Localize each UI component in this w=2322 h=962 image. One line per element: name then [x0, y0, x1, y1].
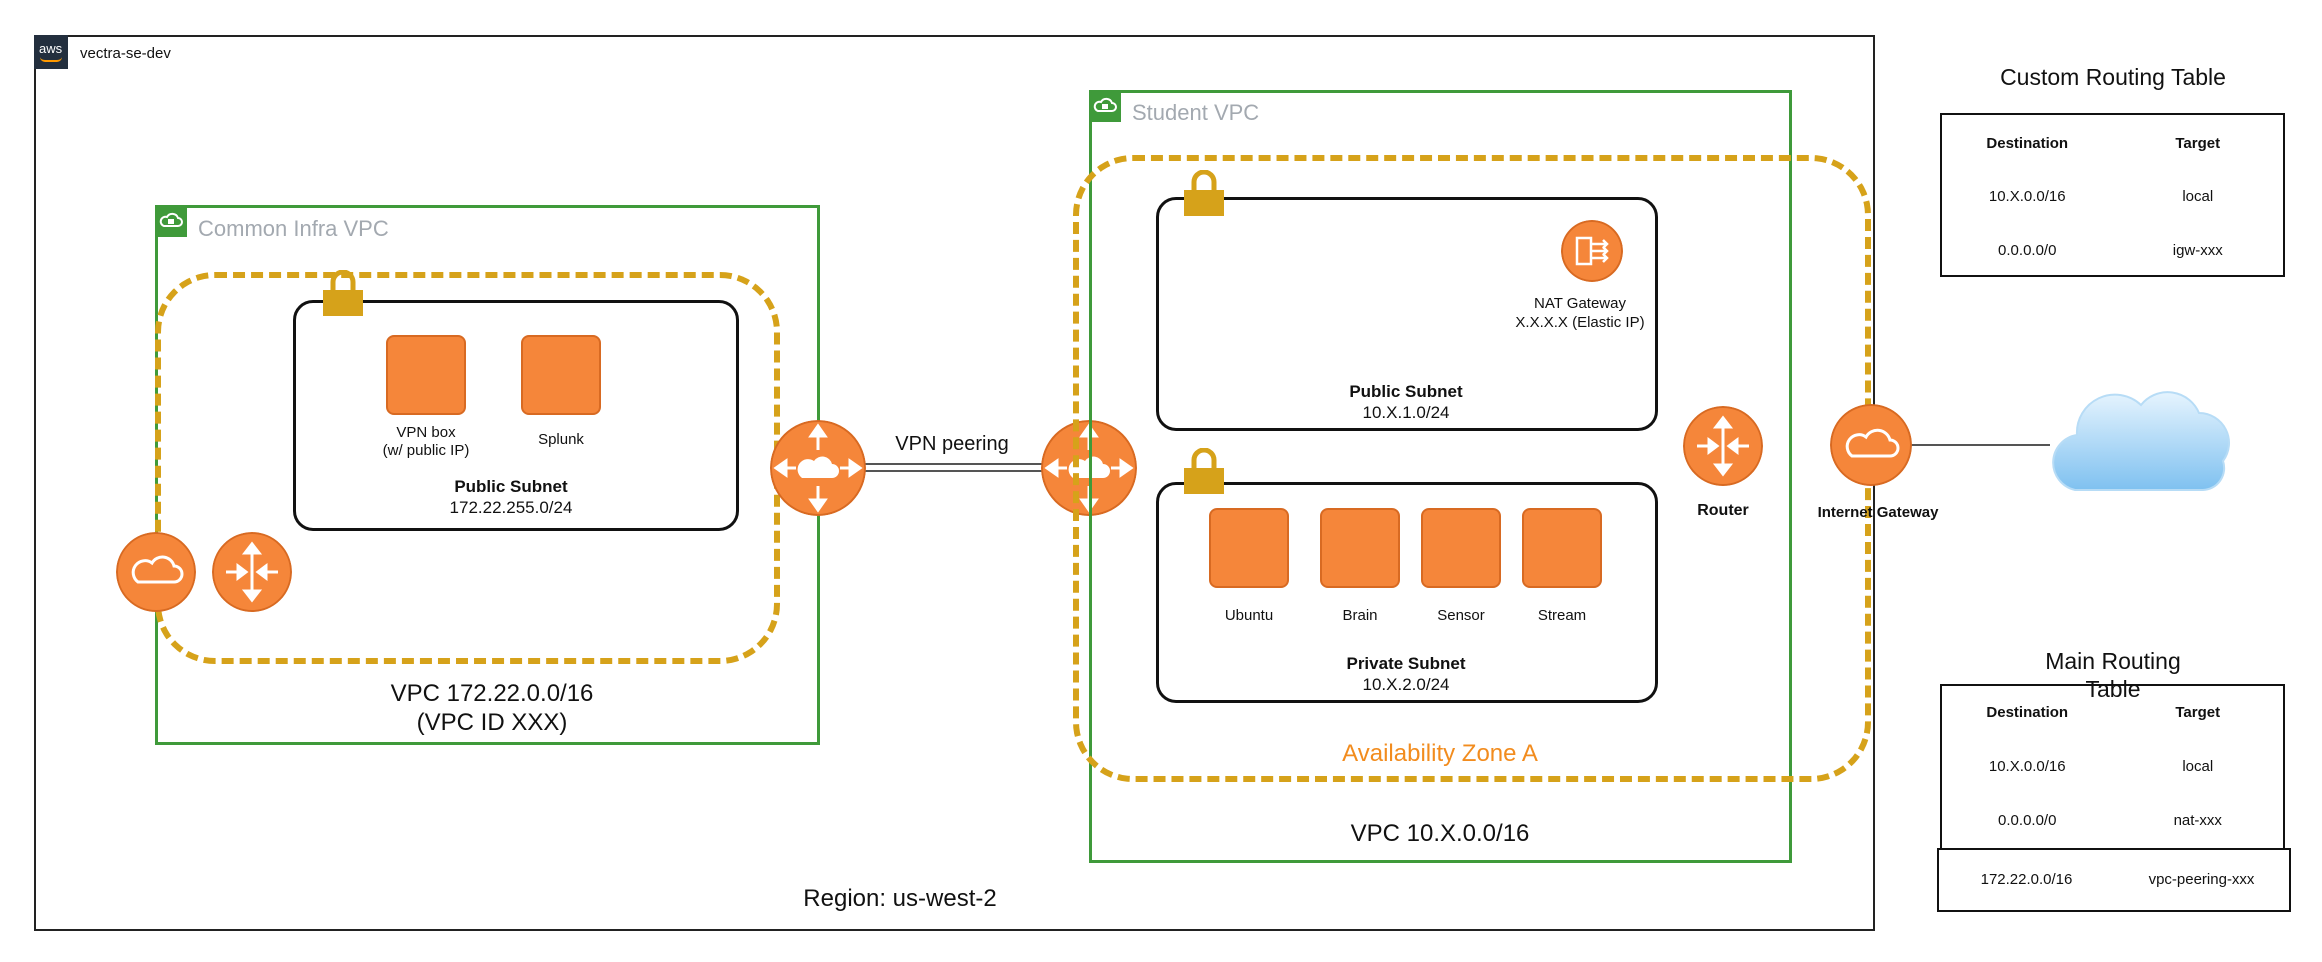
vpn-box-instance[interactable] — [386, 335, 466, 415]
cell-destination: 172.22.0.0/16 — [1980, 871, 2073, 888]
custom-routing-table-title: Custom Routing Table — [2000, 64, 2226, 90]
main-routing-table-title-line1: Main Routing — [2045, 648, 2181, 674]
header-destination: Destination — [1986, 135, 2069, 152]
student-router-icon[interactable] — [1683, 406, 1763, 486]
router-label: Router — [1697, 502, 1749, 519]
cell-target: vpc-peering-xxx — [2148, 871, 2255, 888]
vpc-cloud-icon — [1089, 90, 1121, 122]
account-name: vectra-se-dev — [80, 45, 171, 62]
stream-instance[interactable] — [1522, 508, 1602, 588]
table-header-row: Destination Target — [1942, 135, 2283, 152]
aws-logo: aws — [34, 35, 68, 69]
main-routing-table-extra-row: 172.22.0.0/16 vpc-peering-xxx — [1937, 848, 2291, 912]
main-routing-table: Destination Target 10.X.0.0/16 local 0.0… — [1940, 684, 2285, 854]
table-row: 172.22.0.0/16 vpc-peering-xxx — [1939, 871, 2289, 888]
table-row: 10.X.0.0/16 local — [1942, 758, 2283, 775]
lock-icon — [1184, 170, 1224, 216]
brain-label: Brain — [1342, 607, 1378, 624]
internet-connection-line — [1910, 444, 2050, 446]
cell-destination: 10.X.0.0/16 — [1988, 758, 2066, 775]
cell-destination: 0.0.0.0/0 — [1998, 242, 2057, 259]
internet-gateway-label: Internet Gateway — [1817, 504, 1939, 521]
common-vpc-title: Common Infra VPC — [198, 216, 389, 241]
main-routing-table-title-line2: Table — [2085, 676, 2141, 702]
cell-target: local — [2182, 188, 2214, 205]
nat-gateway-label-line1: NAT Gateway — [1534, 295, 1626, 312]
aws-logo-text: aws — [39, 41, 63, 56]
student-public-subnet-title: Public Subnet — [1349, 382, 1463, 401]
cell-destination: 0.0.0.0/0 — [1998, 812, 2057, 829]
cell-target: igw-xxx — [2172, 242, 2223, 259]
lock-icon — [323, 270, 363, 316]
vpn-box-label-line1: VPN box — [396, 424, 456, 441]
student-private-subnet-title: Private Subnet — [1346, 654, 1466, 673]
common-subnet-title: Public Subnet — [454, 477, 568, 496]
peering-router-left-icon[interactable] — [770, 420, 866, 516]
student-vpc — [1089, 90, 1792, 863]
internet-cloud-icon — [2052, 391, 2230, 491]
table-row: 0.0.0.0/0 igw-xxx — [1942, 242, 2283, 259]
splunk-instance[interactable] — [521, 335, 601, 415]
splunk-label: Splunk — [538, 431, 584, 448]
header-target: Target — [2175, 704, 2221, 721]
region-label: Region: us-west-2 — [803, 885, 997, 912]
student-public-subnet-cidr: 10.X.1.0/24 — [1362, 403, 1450, 422]
common-vpc-cidr-line1: VPC 172.22.0.0/16 — [390, 680, 594, 707]
table-header-row: Destination Target — [1942, 704, 2283, 721]
nat-gateway-label-line2: X.X.X.X (Elastic IP) — [1515, 314, 1645, 331]
vpn-box-label: VPN box (w/ public IP) — [383, 424, 470, 460]
nat-gateway-icon[interactable] — [1561, 220, 1623, 282]
common-vpc-cidr-line2: (VPC ID XXX) — [416, 709, 568, 736]
lock-icon — [1184, 448, 1224, 494]
table-row: 0.0.0.0/0 nat-xxx — [1942, 812, 2283, 829]
sensor-label: Sensor — [1437, 607, 1485, 624]
vpn-box-label-line2: (w/ public IP) — [382, 442, 470, 459]
custom-routing-table: Destination Target 10.X.0.0/16 local 0.0… — [1940, 113, 2285, 277]
nat-gateway-label: NAT Gateway X.X.X.X (Elastic IP) — [1515, 294, 1644, 332]
header-target: Target — [2175, 135, 2221, 152]
header-destination: Destination — [1986, 704, 2069, 721]
sensor-instance[interactable] — [1421, 508, 1501, 588]
az-label: Availability Zone A — [1342, 740, 1538, 767]
vpc-cloud-icon — [155, 205, 187, 237]
student-private-subnet-cidr: 10.X.2.0/24 — [1362, 675, 1450, 694]
common-subnet-cidr: 172.22.255.0/24 — [449, 498, 573, 517]
cell-target: local — [2182, 758, 2214, 775]
common-public-subnet — [293, 300, 739, 531]
table-row: 10.X.0.0/16 local — [1942, 188, 2283, 205]
cell-target: nat-xxx — [2173, 812, 2222, 829]
common-router-icon[interactable] — [212, 532, 292, 612]
stream-label: Stream — [1537, 607, 1587, 624]
ubuntu-label: Ubuntu — [1224, 607, 1274, 624]
cell-destination: 10.X.0.0/16 — [1988, 188, 2066, 205]
peering-label: VPN peering — [895, 433, 1009, 455]
student-vpc-title: Student VPC — [1132, 100, 1260, 125]
student-vpc-cidr: VPC 10.X.0.0/16 — [1350, 820, 1530, 847]
common-internet-gateway-icon[interactable] — [116, 532, 196, 612]
brain-instance[interactable] — [1320, 508, 1400, 588]
ubuntu-instance[interactable] — [1209, 508, 1289, 588]
internet-gateway-icon[interactable] — [1830, 404, 1912, 486]
